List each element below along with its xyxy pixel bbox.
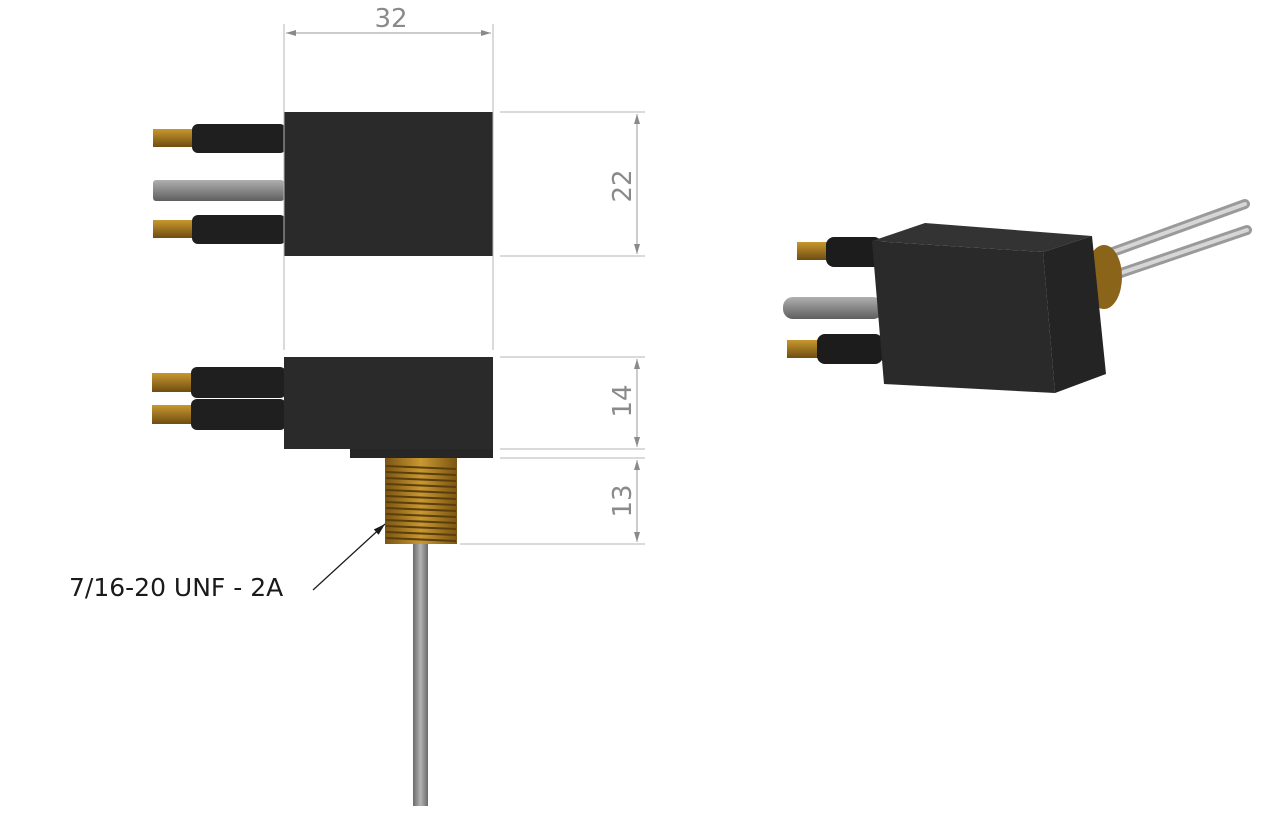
thread-groove <box>385 471 457 476</box>
top-pin-lower <box>153 215 286 244</box>
thread-groove <box>385 489 457 494</box>
iso-pin-lower <box>787 334 883 364</box>
isometric-view <box>783 199 1252 393</box>
thread-groove <box>385 501 457 506</box>
side-pin-lower <box>152 399 286 430</box>
top-view <box>153 112 493 256</box>
thread-callout: 7/16-20 UNF - 2A <box>69 523 386 602</box>
iso-body-side <box>1043 236 1106 393</box>
thread-groove <box>385 483 457 488</box>
thread-groove <box>385 495 457 500</box>
dimension-width-label: 32 <box>374 4 407 34</box>
mounting-flange <box>350 449 493 458</box>
top-wire-gray <box>153 180 284 201</box>
thread-groove <box>385 477 457 482</box>
thread-groove <box>385 531 457 536</box>
dimension-height-top-label: 22 <box>608 169 638 202</box>
side-view <box>152 357 493 806</box>
dimension-width: 32 <box>283 4 494 350</box>
dimension-height-top: 22 <box>500 111 645 257</box>
thread-groove <box>385 525 457 530</box>
probe-rod <box>413 544 428 806</box>
thread-groove <box>385 519 457 524</box>
threaded-stud <box>385 458 457 544</box>
iso-pin-upper <box>797 237 882 267</box>
side-view-body <box>284 357 493 449</box>
dimension-height-side: 14 <box>500 356 645 450</box>
iso-rear-wires <box>1105 199 1252 280</box>
thread-groove <box>385 507 457 512</box>
dimension-thread-length-label: 13 <box>608 484 638 517</box>
thread-callout-label: 7/16-20 UNF - 2A <box>69 573 283 602</box>
top-view-body <box>284 112 493 256</box>
iso-body-top <box>872 223 1092 252</box>
iso-body-front <box>872 241 1055 393</box>
iso-wire-gray <box>783 297 883 319</box>
thread-groove <box>385 465 457 470</box>
thread-groove <box>385 513 457 518</box>
top-pin-upper <box>153 124 286 153</box>
dimension-thread-length: 13 <box>460 457 645 545</box>
side-pin-upper <box>152 367 286 398</box>
thread-groove <box>385 537 457 542</box>
dimension-height-side-label: 14 <box>608 384 638 417</box>
